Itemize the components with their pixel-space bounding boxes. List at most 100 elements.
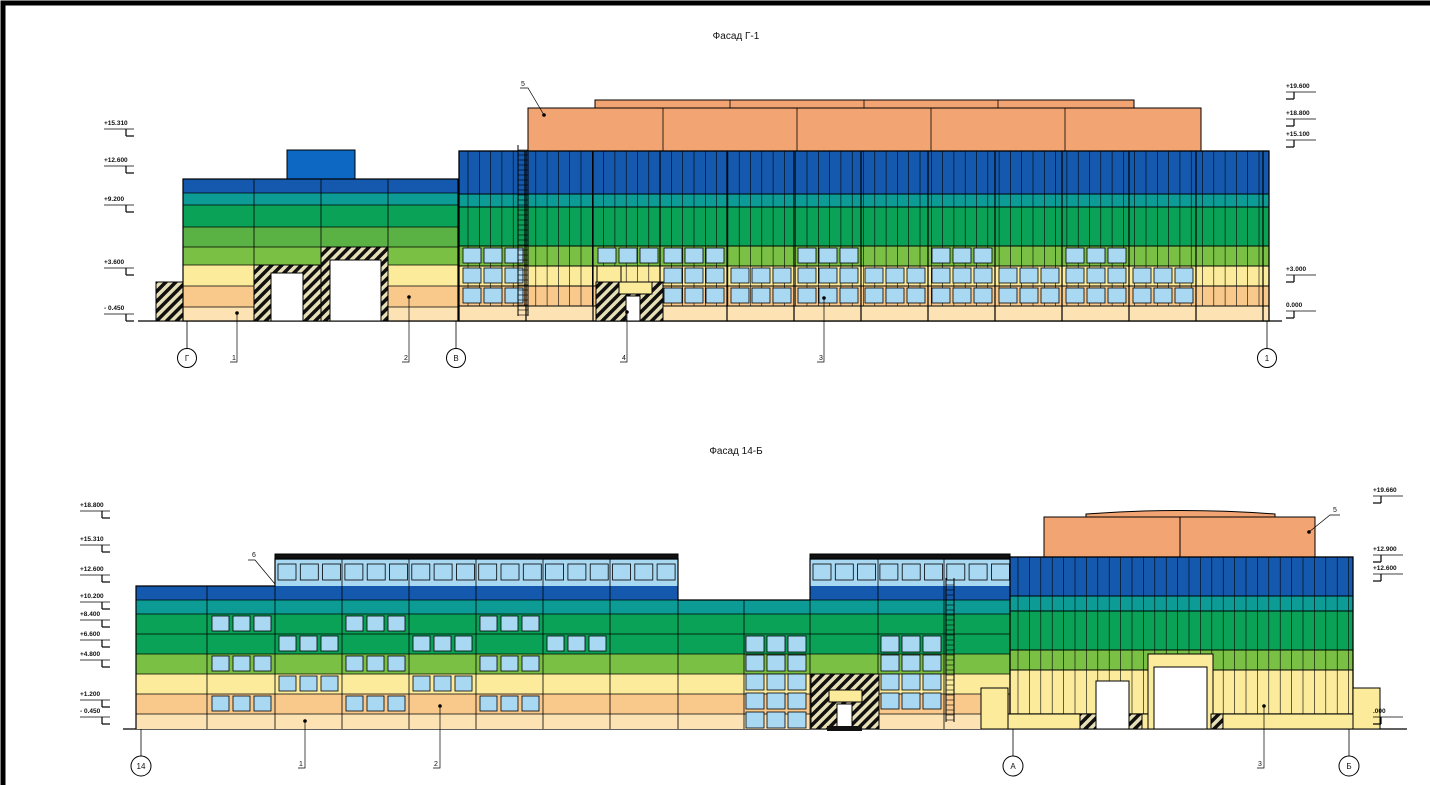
window xyxy=(839,247,859,264)
window xyxy=(766,711,786,729)
window xyxy=(433,635,452,652)
window xyxy=(663,267,683,284)
right-block xyxy=(458,99,1270,322)
window xyxy=(462,287,482,304)
window xyxy=(1086,247,1106,264)
window xyxy=(253,695,272,712)
window xyxy=(880,673,900,691)
level-mark: +4.800 xyxy=(80,651,110,668)
facade-14-b: Фасад 14-Б xyxy=(80,446,1407,777)
window xyxy=(880,635,900,653)
window xyxy=(663,247,683,264)
callout-1: 1 xyxy=(299,761,303,768)
window xyxy=(232,655,251,672)
window xyxy=(479,695,498,712)
level-value: +1.200 xyxy=(80,691,100,698)
level-value: +12.600 xyxy=(104,157,128,164)
window xyxy=(946,563,966,581)
window xyxy=(991,563,1010,581)
level-value: +12.600 xyxy=(80,566,104,573)
window xyxy=(411,563,431,581)
window xyxy=(345,695,364,712)
window xyxy=(478,563,498,581)
window xyxy=(745,673,765,691)
axis-1: 1 xyxy=(1257,321,1277,368)
window xyxy=(1174,287,1194,304)
roof-parapet xyxy=(1085,510,1276,518)
left-section-outline xyxy=(135,558,1010,729)
window xyxy=(885,267,905,284)
window xyxy=(839,287,859,304)
band-beige xyxy=(459,306,1269,321)
window xyxy=(483,287,503,304)
ladder-2 xyxy=(945,578,955,722)
band-teal xyxy=(183,193,458,205)
window xyxy=(705,287,725,304)
window xyxy=(344,563,364,581)
window xyxy=(787,654,807,672)
axis-label-v: В xyxy=(453,354,458,363)
window xyxy=(1040,287,1060,304)
window xyxy=(766,673,786,691)
level-value: +12.600 xyxy=(1373,565,1397,572)
window xyxy=(880,654,900,672)
window xyxy=(973,267,993,284)
window xyxy=(901,673,921,691)
entrance-canopy xyxy=(618,281,653,295)
window xyxy=(901,692,921,710)
window xyxy=(952,247,972,264)
window xyxy=(634,563,654,581)
axis-g: Г xyxy=(177,321,197,368)
level-mark: +9.200 xyxy=(104,196,134,213)
window xyxy=(589,563,609,581)
ladder-1 xyxy=(517,145,529,316)
window xyxy=(864,287,884,304)
window xyxy=(880,692,900,710)
window xyxy=(597,247,617,264)
level-value: 0.000 xyxy=(1286,302,1303,309)
window xyxy=(322,563,342,581)
window xyxy=(745,635,765,653)
window xyxy=(1174,267,1194,284)
window xyxy=(885,287,905,304)
window xyxy=(433,563,453,581)
window xyxy=(387,615,406,632)
level-mark: +18.800 xyxy=(80,502,110,519)
window xyxy=(797,267,817,284)
entrance-door xyxy=(836,703,853,730)
window xyxy=(1132,287,1152,304)
window xyxy=(1040,267,1060,284)
window xyxy=(500,695,519,712)
window xyxy=(567,635,586,652)
level-value: +12.900 xyxy=(1373,546,1397,553)
level-value: +15.310 xyxy=(80,536,104,543)
window xyxy=(387,655,406,672)
roof-superstructure xyxy=(527,107,1202,152)
band-blue xyxy=(183,179,458,193)
level-mark: +18.800 xyxy=(1286,110,1316,127)
window xyxy=(521,655,540,672)
level-mark: +19.600 xyxy=(1286,83,1316,100)
level-value: +18.800 xyxy=(80,502,104,509)
gate-2 xyxy=(329,259,382,322)
window xyxy=(745,692,765,710)
level-mark: +10.200 xyxy=(80,593,110,610)
axis-label-14: 14 xyxy=(137,762,146,771)
window xyxy=(968,563,988,581)
window xyxy=(500,563,520,581)
right-block-grid xyxy=(459,193,1269,307)
window xyxy=(345,615,364,632)
level-value: +8.400 xyxy=(80,611,100,618)
right-block-windows xyxy=(462,247,1194,304)
callout-3: 3 xyxy=(1258,761,1262,768)
callout-4: 4 xyxy=(622,355,626,362)
band-blue xyxy=(459,151,1269,194)
window xyxy=(462,267,482,284)
level-value: +15.100 xyxy=(1286,131,1310,138)
window xyxy=(1019,287,1039,304)
level-value: +19.660 xyxy=(1373,487,1397,494)
window xyxy=(232,615,251,632)
left-block xyxy=(155,149,459,322)
entrance-canopy xyxy=(828,689,863,703)
